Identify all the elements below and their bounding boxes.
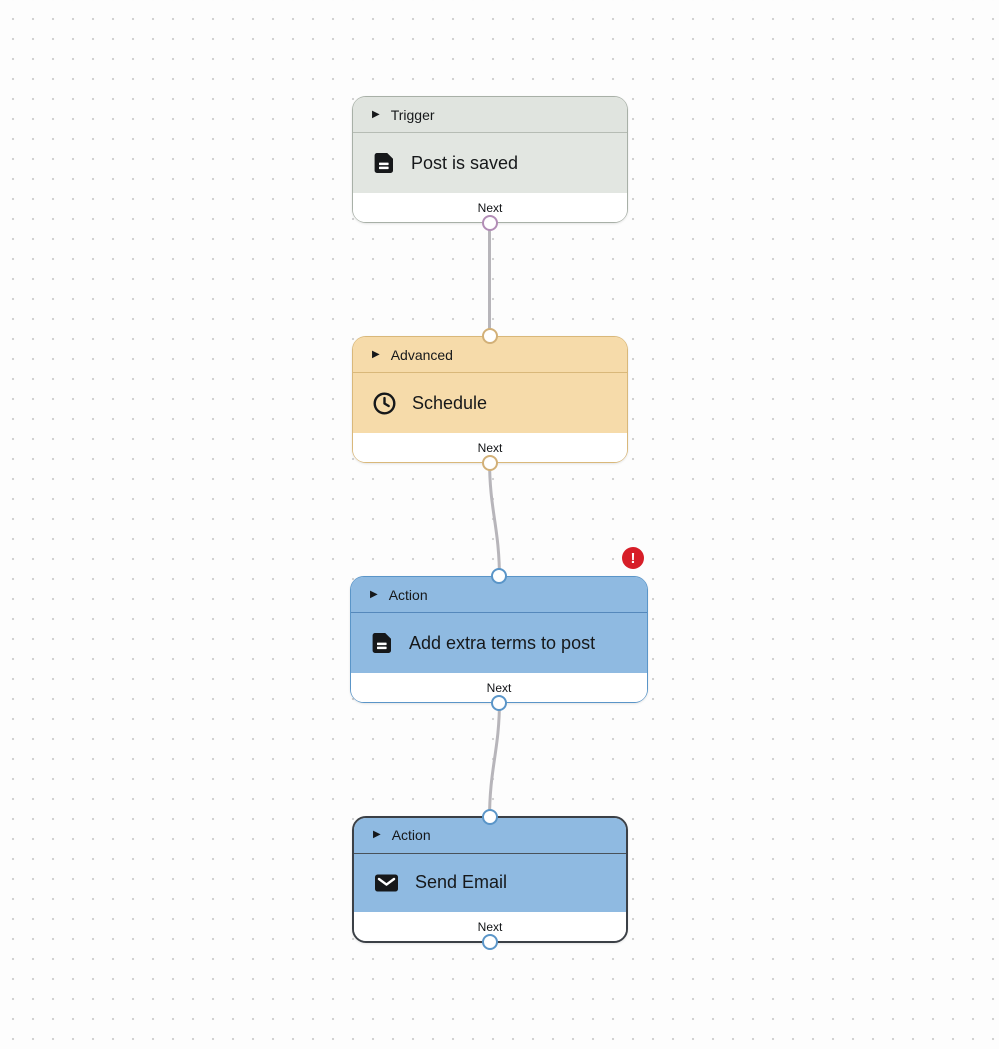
node-kind-label: Advanced	[390, 346, 453, 363]
node-title: Post is saved	[411, 152, 519, 173]
next-label: Next	[477, 919, 503, 934]
node-body[interactable]: Add extra terms to post	[351, 613, 647, 673]
clock-icon	[372, 391, 397, 416]
output-port[interactable]	[490, 695, 507, 711]
collapse-toggle-icon[interactable]: ▶	[372, 348, 380, 360]
edge-add-terms-to-send-email[interactable]	[488, 697, 501, 822]
node-kind-label: Action	[391, 827, 431, 844]
collapse-toggle-icon[interactable]: ▶	[373, 829, 381, 841]
input-port[interactable]	[481, 809, 498, 825]
node-kind-label: Trigger	[390, 106, 435, 123]
input-port[interactable]	[481, 328, 498, 344]
output-port[interactable]	[481, 934, 498, 950]
node-body[interactable]: Send Email	[354, 853, 626, 912]
output-port[interactable]	[481, 215, 498, 231]
next-label: Next	[477, 200, 503, 215]
error-badge[interactable]: !	[622, 547, 644, 569]
mail-icon	[373, 871, 400, 895]
node-body[interactable]: Post is saved	[353, 133, 627, 193]
node-title: Add extra terms to post	[409, 632, 596, 653]
node-action-send-email[interactable]: ▶ Action Send Email Next	[352, 809, 628, 950]
document-icon	[372, 151, 396, 175]
node-action-add-extra-terms[interactable]: ! ▶ Action Add extra terms to post Next	[350, 547, 648, 711]
next-label: Next	[486, 680, 512, 695]
node-kind-label: Action	[388, 586, 428, 603]
node-header[interactable]: ▶ Trigger	[353, 97, 627, 133]
node-body[interactable]: Schedule	[353, 373, 627, 433]
collapse-toggle-icon[interactable]: ▶	[372, 108, 380, 120]
next-label: Next	[477, 440, 503, 455]
document-icon	[370, 631, 394, 655]
node-title: Send Email	[415, 872, 508, 893]
output-port[interactable]	[481, 455, 498, 471]
edge-schedule-to-add-terms[interactable]	[488, 457, 501, 582]
collapse-toggle-icon[interactable]: ▶	[370, 588, 378, 600]
node-advanced-schedule[interactable]: ▶ Advanced Schedule Next	[352, 328, 628, 471]
input-port[interactable]	[490, 568, 507, 584]
node-trigger-post-is-saved[interactable]: ▶ Trigger Post is saved Next	[352, 96, 628, 231]
node-title: Schedule	[412, 392, 488, 413]
